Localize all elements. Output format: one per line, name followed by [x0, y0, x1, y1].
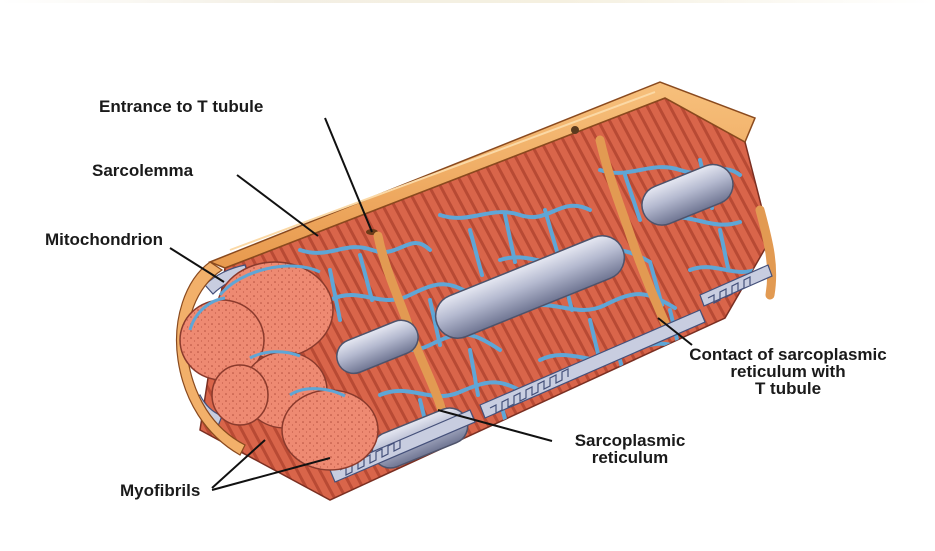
label-contact-line-3: T tubule	[652, 380, 924, 397]
label-myofibrils: Myofibrils	[120, 482, 200, 499]
leader-sarcolemma	[237, 175, 318, 236]
label-mitochondrion: Mitochondrion	[45, 231, 163, 248]
label-sr-line-2: reticulum	[556, 449, 704, 466]
label-sarcolemma: Sarcolemma	[92, 162, 193, 179]
label-entrance-t-tubule: Entrance to T tubule	[99, 98, 263, 115]
label-contact-sr-t-tubule: Contact of sarcoplasmic reticulum with T…	[652, 346, 924, 397]
label-contact-line-1: Contact of sarcoplasmic	[652, 346, 924, 363]
label-contact-line-2: reticulum with	[652, 363, 924, 380]
label-sr-line-1: Sarcoplasmic	[556, 432, 704, 449]
label-sarcoplasmic-reticulum: Sarcoplasmic reticulum	[556, 432, 704, 466]
